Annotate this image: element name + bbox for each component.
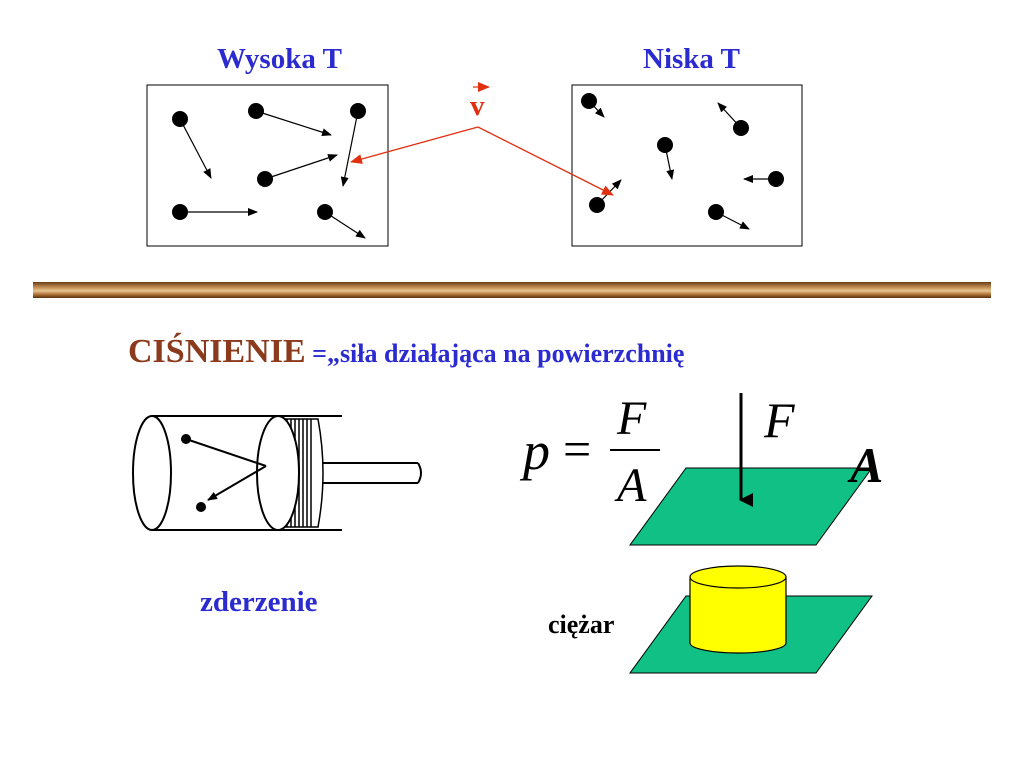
velocity-connector (350, 82, 614, 196)
force-label: F (764, 392, 795, 448)
area-label: A (850, 437, 884, 493)
formula-pressure-symbol: p (523, 421, 550, 481)
formula-denominator: A (617, 459, 647, 512)
velocity-label: v (470, 90, 485, 122)
collision-path (181, 434, 267, 512)
weight-caption: ciężar (548, 610, 615, 639)
velocity-arrow (717, 102, 742, 129)
formula-numerator: F (617, 392, 647, 445)
weight-cylinder (689, 565, 787, 654)
low-temperature-label: Niska T (643, 43, 740, 75)
velocity-arrow (664, 144, 675, 180)
pressure-term: CIŚNIENIE (128, 333, 306, 370)
velocity-arrow (255, 110, 332, 137)
area-plate (629, 467, 873, 546)
piston-cylinder (132, 415, 422, 531)
formula-equals: = (563, 421, 592, 477)
separator-bar (33, 282, 991, 298)
velocity-arrow (715, 211, 750, 230)
high-temperature-label: Wysoka T (217, 43, 342, 75)
molecule (196, 502, 206, 512)
high-temperature-box (146, 84, 389, 247)
velocity-arrow (264, 154, 338, 180)
collision-caption: zderzenie (200, 586, 318, 618)
velocity-arrow (588, 100, 605, 118)
pressure-definition: CIŚNIENIE =„siła działająca na powierzch… (128, 335, 684, 369)
velocity-arrow (324, 211, 366, 239)
velocity-arrow (179, 118, 212, 179)
pressure-definition-text: =„siła działająca na powierzchnię (305, 339, 685, 368)
low-temperature-box (571, 84, 803, 247)
velocity-arrow (340, 110, 359, 187)
